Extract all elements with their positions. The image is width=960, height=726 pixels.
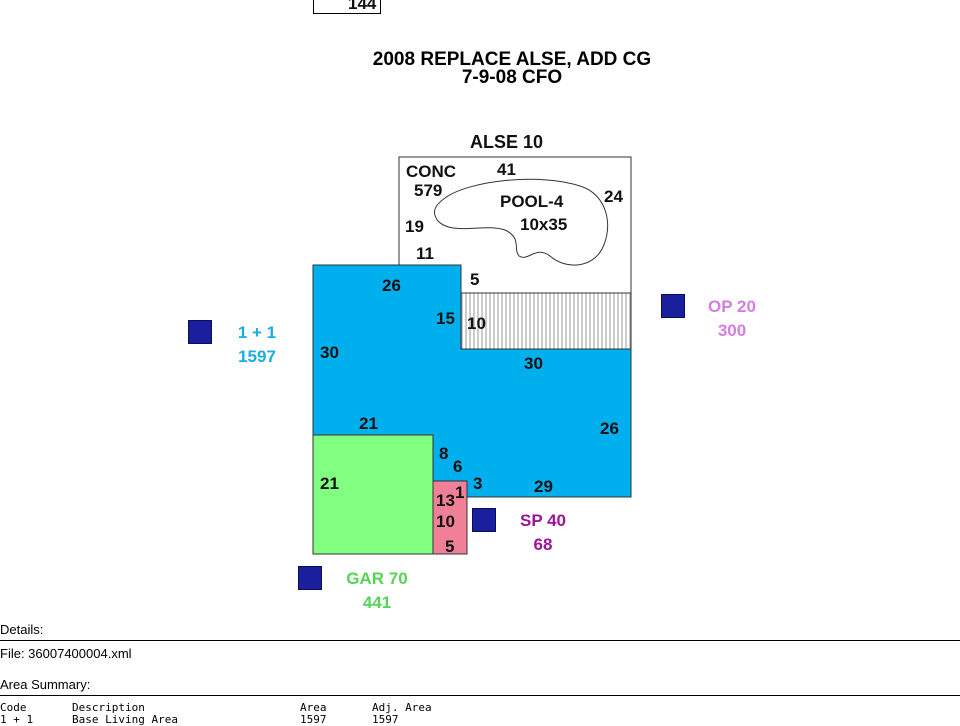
living-step-c-dim: 3: [473, 474, 483, 493]
details-label: Details:: [0, 622, 44, 637]
conc-label: CONC: [406, 162, 457, 181]
legend-living-code: 1 + 1: [237, 323, 277, 342]
area-summary-label: Area Summary:: [0, 677, 91, 692]
legend-op-value: 300: [717, 321, 747, 340]
living-notch-h-dim: 15: [436, 309, 455, 328]
living-step-d-dim: 1: [455, 483, 465, 502]
legend-sp-code: SP 40: [519, 511, 566, 530]
table-header-area: Area: [300, 701, 327, 714]
living-left-dim: 30: [320, 343, 339, 362]
table-header-adj-area: Adj. Area: [372, 701, 432, 714]
open-porch-area: [460, 292, 632, 350]
divider: [0, 695, 960, 696]
conc-area: 579: [414, 181, 443, 200]
table-header-description: Description: [72, 701, 145, 714]
pool-outline: [434, 178, 609, 266]
open-porch-marker: [661, 294, 685, 318]
garage-marker: [298, 566, 322, 590]
alse-width-dim: 41: [497, 160, 516, 179]
sketch-title-line1: 2008 REPLACE ALSE, ADD CG: [372, 49, 652, 70]
alse-left-dim: 19: [405, 217, 424, 236]
sp-height-dim: 13: [436, 491, 455, 510]
pool-size: 10x35: [520, 215, 568, 234]
living-marker: [188, 320, 212, 344]
alse-label: ALSE 10: [470, 132, 544, 152]
living-right-dim: 26: [600, 419, 619, 438]
living-notch-right-dim: 10: [467, 314, 486, 333]
living-step-a-dim: 8: [439, 444, 449, 463]
file-name: File: 36007400004.xml: [0, 646, 132, 661]
screen-porch-area: [432, 480, 468, 555]
garage-area: [312, 434, 434, 555]
living-mid-dim: 30: [524, 354, 543, 373]
living-step-b-dim: 6: [453, 457, 463, 476]
alse-step-dim: 11: [416, 244, 434, 263]
screen-porch-marker: [472, 508, 496, 532]
living-lower-left-dim: 21: [359, 414, 378, 433]
top-partial-box: [313, 0, 381, 14]
sp-width-dim: 10: [436, 512, 455, 531]
legend-living-value: 1597: [238, 347, 276, 366]
legend-sp-value: 68: [533, 535, 553, 554]
table-header-code: Code: [0, 701, 27, 714]
legend-gar-value: 441: [362, 593, 392, 612]
sp-bottom-dim: 5: [445, 537, 455, 556]
alse-height-dim: 24: [604, 187, 623, 206]
living-top-dim: 26: [382, 276, 401, 295]
pool-label: POOL-4: [500, 192, 564, 211]
legend-gar-code: GAR 70: [346, 569, 408, 588]
garage-height-dim: 21: [320, 474, 339, 493]
divider: [0, 640, 960, 641]
living-bottom-right-dim: 29: [534, 477, 553, 496]
sketch-title-line2: 7-9-08 CFO: [461, 67, 563, 88]
living-notch-w-dim: 5: [470, 270, 480, 289]
legend-op-code: OP 20: [708, 297, 756, 316]
top-box-value: 144: [348, 0, 377, 13]
